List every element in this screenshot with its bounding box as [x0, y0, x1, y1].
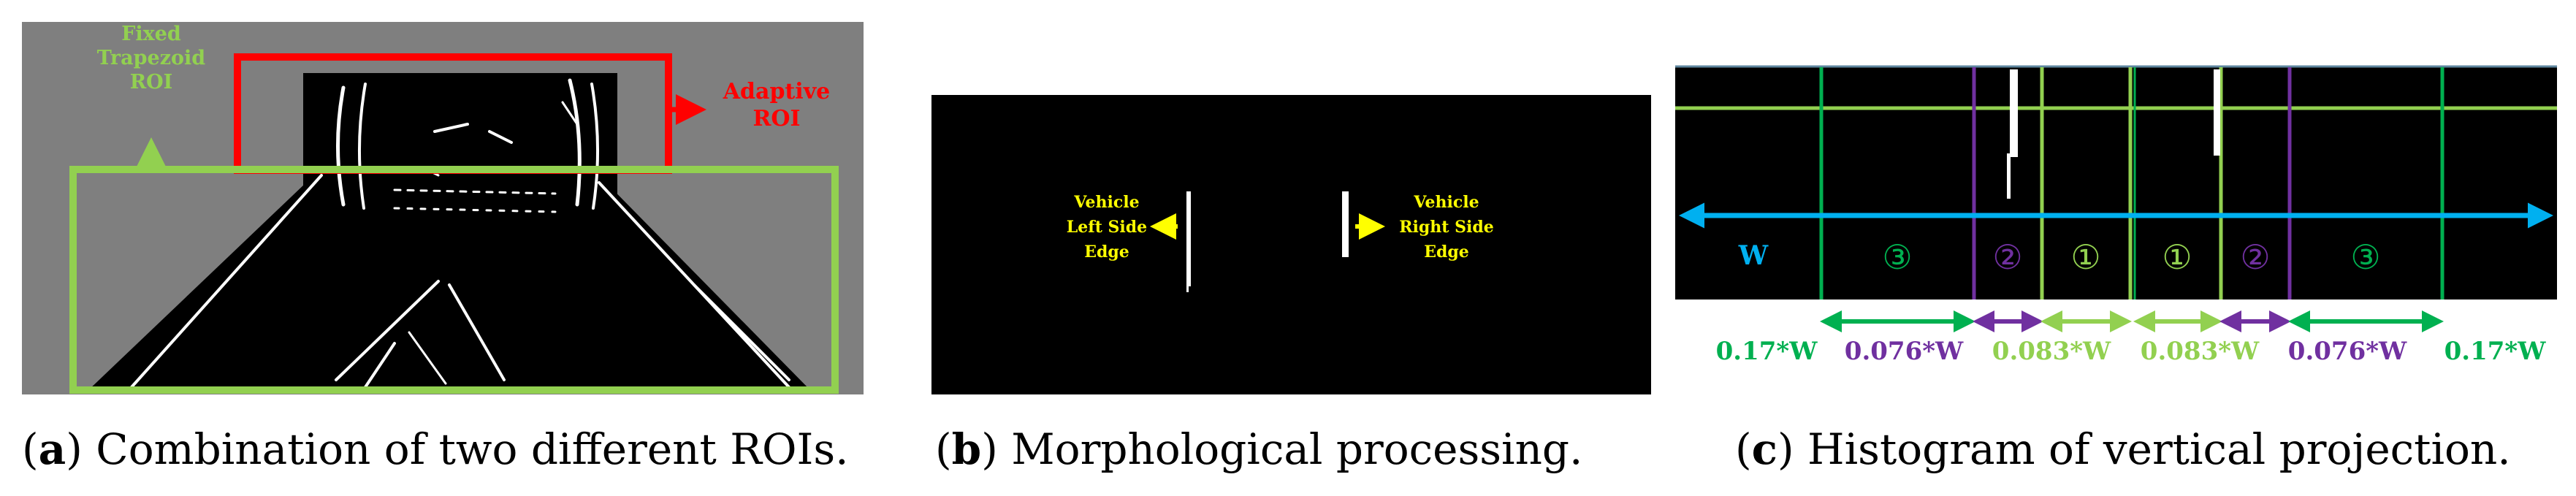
zone-label-1: ③ — [1882, 237, 1912, 277]
edge-strokes — [130, 78, 790, 389]
fixed-label-line3: ROI — [130, 71, 173, 94]
panel-c-background — [1675, 66, 2557, 299]
zone-label-4: ① — [2162, 237, 2192, 277]
panel-a: Fixed Trapezoid ROI Adaptive ROI (a) Com… — [22, 22, 864, 474]
ratio-label-3: 0.083*W — [1992, 337, 2111, 366]
ratio-label-5: 0.076*W — [2288, 337, 2407, 366]
zone-label-2: ② — [1992, 237, 2022, 277]
histogram-peak-left — [2010, 69, 2018, 157]
ratio-label-1: 0.17*W — [1716, 337, 1818, 366]
road-trapezoid — [88, 168, 811, 391]
fixed-label-line1: Fixed — [121, 23, 181, 45]
zone-label-6: ③ — [2350, 237, 2380, 277]
width-label: W — [1738, 240, 1769, 271]
zone-label-5: ② — [2240, 237, 2270, 277]
left-label-line3: Edge — [1084, 243, 1129, 262]
panel-b-background — [931, 95, 1651, 394]
adaptive-label-line2: ROI — [752, 106, 800, 131]
adaptive-roi-image — [303, 73, 617, 212]
fixed-label-line2: Trapezoid — [97, 47, 206, 69]
ratio-label-6: 0.17*W — [2444, 337, 2547, 366]
left-label-line1: Vehicle — [1073, 193, 1139, 212]
panel-c: W ③ ② ① ① ② ③ 0.17*W 0.076*W 0.083*W 0.0… — [1675, 65, 2557, 474]
panel-b: Vehicle Left Side Edge Vehicle Right Sid… — [931, 95, 1651, 474]
left-edge-tail — [1186, 219, 1189, 292]
adaptive-label-line1: Adaptive — [723, 79, 830, 104]
right-edge-bar — [1342, 191, 1349, 257]
right-label-line1: Vehicle — [1413, 193, 1479, 212]
right-label-line3: Edge — [1424, 243, 1469, 262]
fixed-roi-box — [69, 166, 839, 394]
caption-c: (c) Histogram of vertical projection. — [1735, 424, 2511, 474]
zone-label-3: ① — [2070, 237, 2100, 277]
caption-a: (a) Combination of two different ROIs. — [22, 424, 849, 474]
ratio-label-4: 0.083*W — [2141, 337, 2260, 366]
caption-b: (b) Morphological processing. — [935, 424, 1583, 474]
histogram-peak-left-tail — [2007, 153, 2011, 199]
ratio-label-2: 0.076*W — [1845, 337, 1964, 366]
left-label-line2: Left Side — [1067, 218, 1147, 237]
right-label-line2: Right Side — [1399, 218, 1493, 237]
histogram-peak-right — [2214, 69, 2220, 156]
